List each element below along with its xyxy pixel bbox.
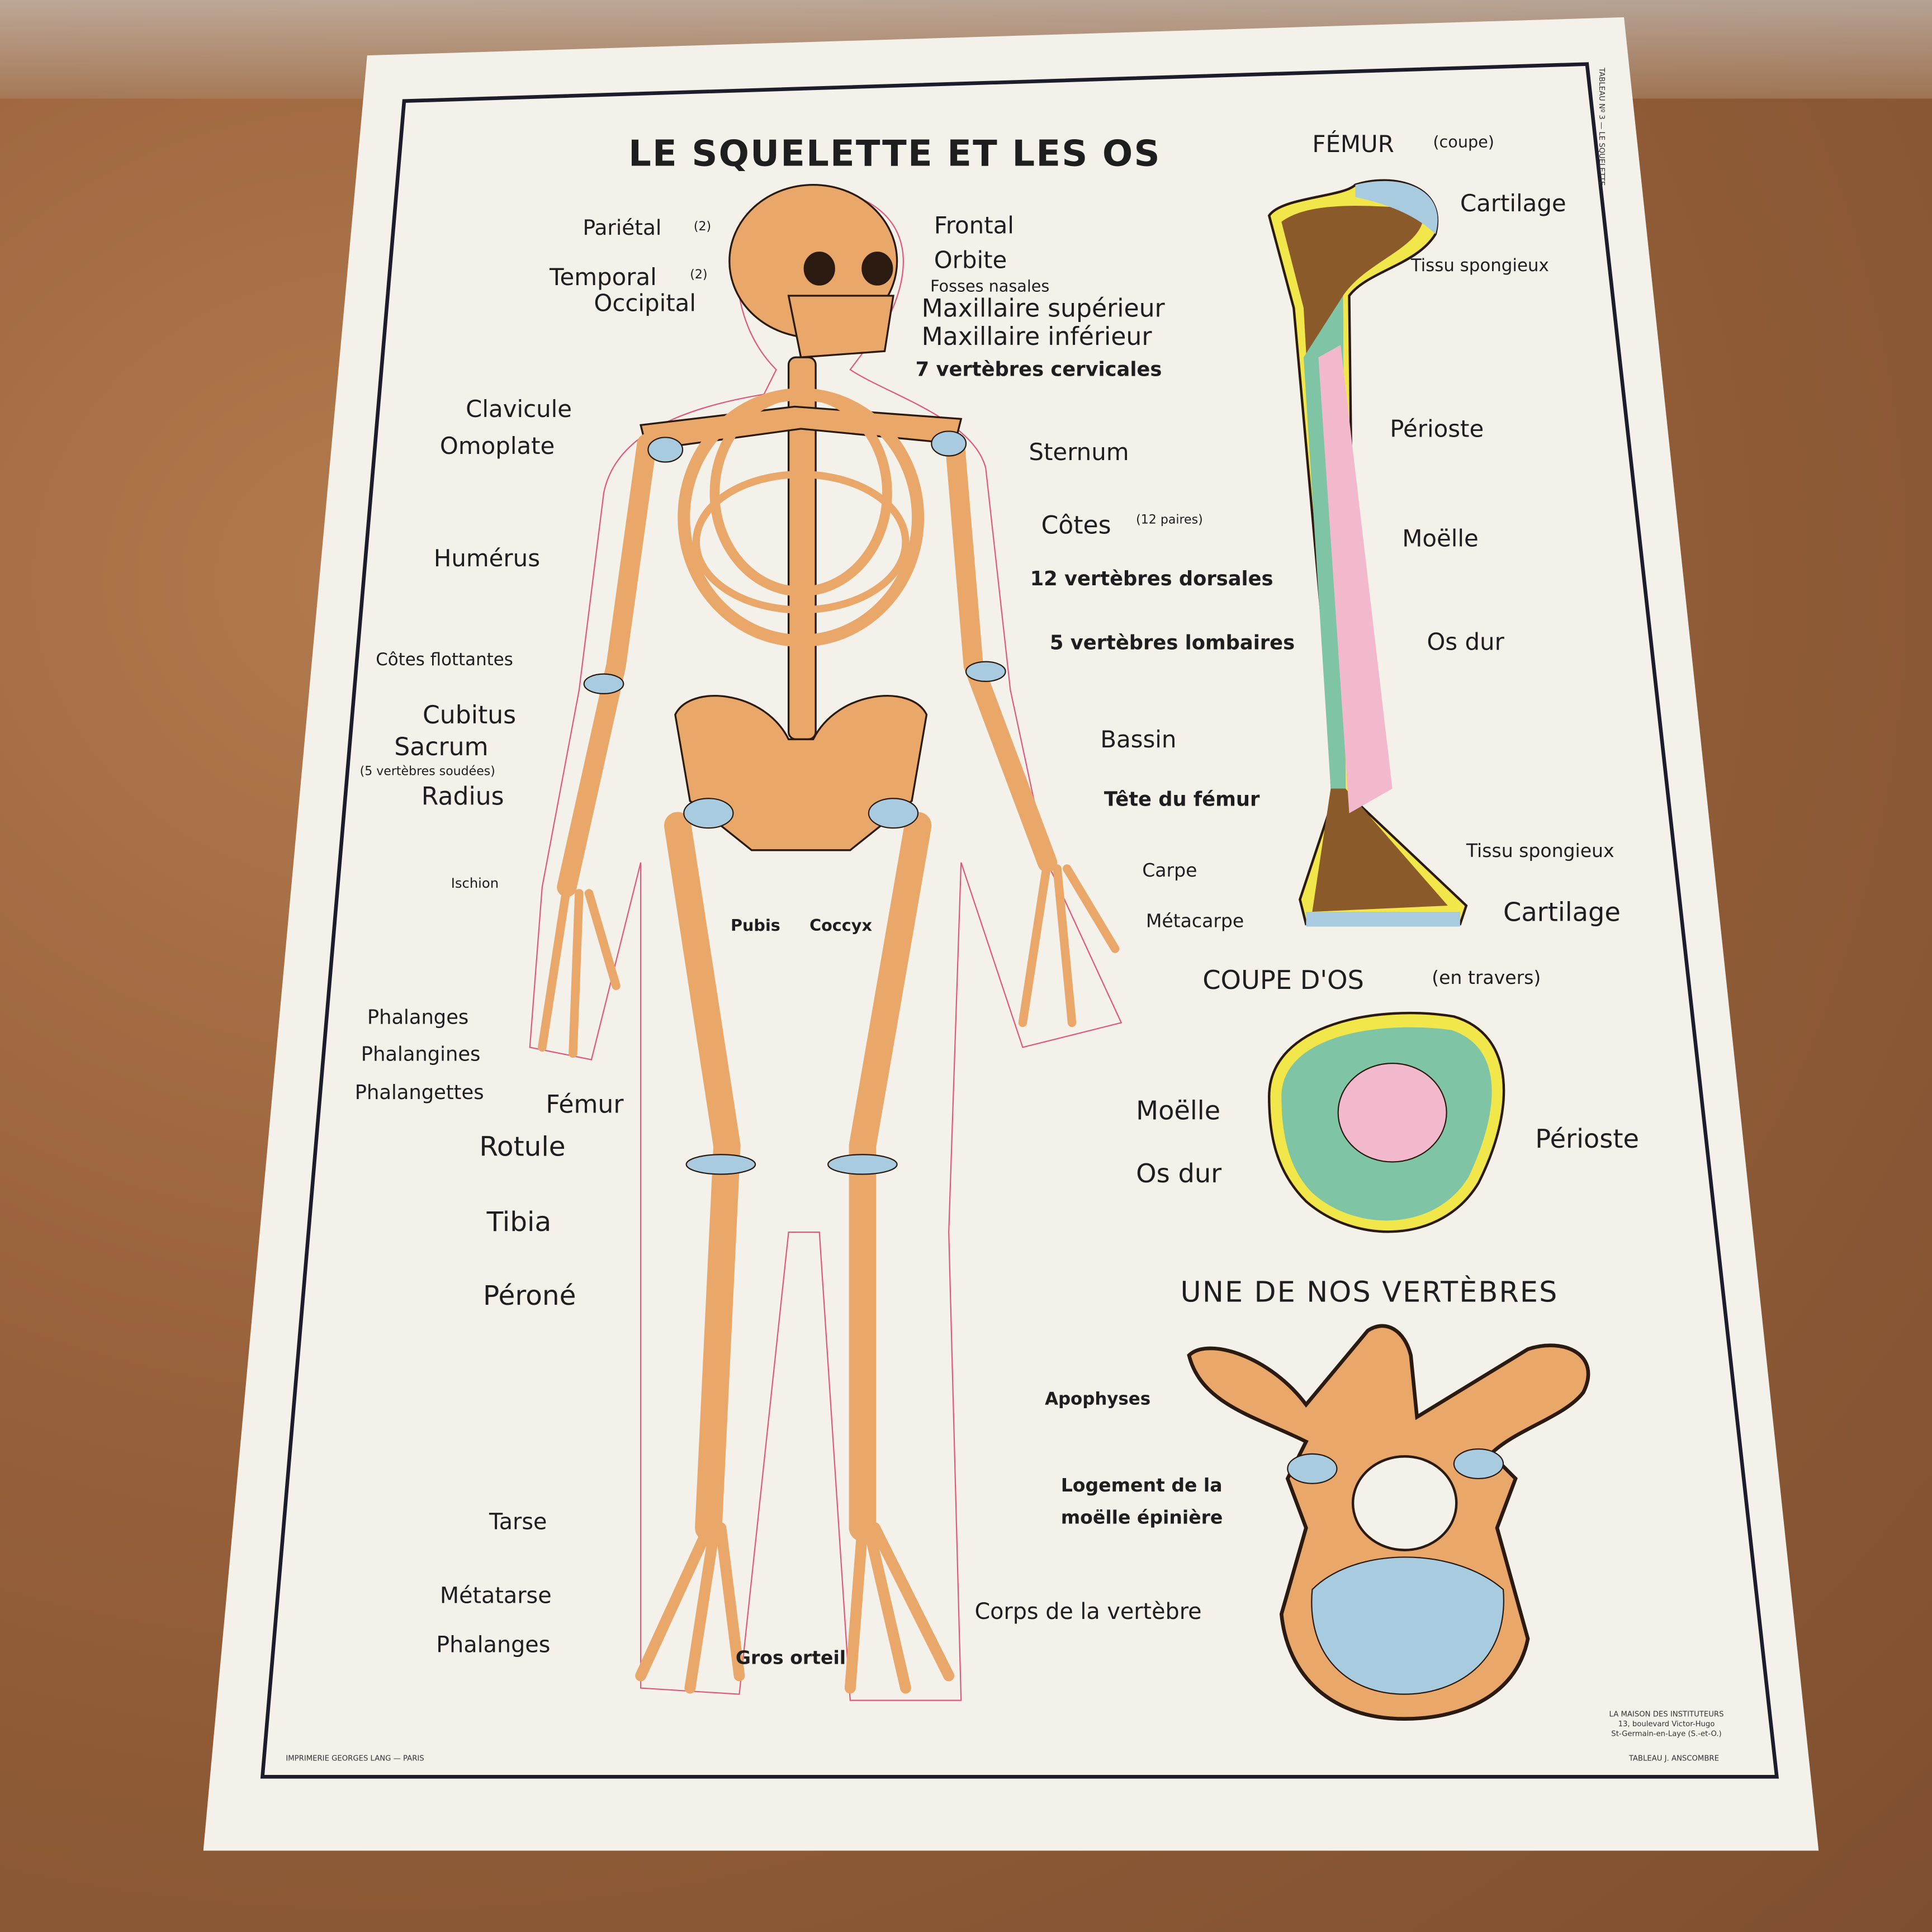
- label-phalanges-hand: Phalanges: [367, 1005, 469, 1029]
- author-credit: TABLEAU J. ANSCOMBRE: [1628, 1754, 1719, 1764]
- cartilage-joints: [583, 430, 1006, 1175]
- cross-section-title: COUPE D'OS: [1202, 965, 1364, 995]
- label-corps-vertebre: Corps de la vertèbre: [974, 1599, 1202, 1626]
- label-cubitus: Cubitus: [423, 699, 517, 730]
- label-parietal-count: (2): [693, 220, 712, 234]
- side-caption: TABLEAU Nº 3 — LE SQUELETTE: [1597, 68, 1606, 186]
- label-gros-orteil: Gros orteil: [735, 1646, 846, 1669]
- label-frontal: Frontal: [934, 212, 1014, 240]
- label-cotes-count: (12 paires): [1136, 514, 1203, 528]
- label-cotes-flottantes: Côtes flottantes: [376, 650, 513, 671]
- label-tete-du-femur: Tête du fémur: [1104, 787, 1260, 811]
- printer-credit: IMPRIMERIE GEORGES LANG — PARIS: [286, 1754, 424, 1764]
- publisher-line-1: LA MAISON DES INSTITUTEURS: [1609, 1710, 1724, 1719]
- label-metacarpe: Métacarpe: [1145, 910, 1244, 932]
- label-humerus: Humérus: [433, 545, 541, 572]
- label-phalangines: Phalangines: [361, 1042, 481, 1066]
- label-rotule: Rotule: [479, 1132, 566, 1163]
- label-logement-line2: moëlle épinière: [1060, 1506, 1223, 1529]
- label-fosses-nasales: Fosses nasales: [930, 278, 1050, 297]
- label-femur-cartilage-top: Cartilage: [1460, 190, 1566, 218]
- label-femur-cartilage-bottom: Cartilage: [1503, 897, 1621, 927]
- label-pubis: Pubis: [731, 917, 780, 936]
- label-vertebres-soudees: (5 vertèbres soudées): [359, 765, 495, 779]
- label-maxillaire-inferieur: Maxillaire inférieur: [921, 321, 1152, 352]
- label-cotes: Côtes: [1041, 510, 1111, 540]
- poster-title: LE SQUELETTE ET LES OS: [628, 132, 1161, 174]
- label-femur-tissu-spongieux-top: Tissu spongieux: [1410, 256, 1549, 276]
- label-carpe: Carpe: [1142, 859, 1197, 882]
- label-bassin: Bassin: [1100, 726, 1177, 754]
- label-perone: Péroné: [483, 1281, 576, 1313]
- label-ischion: Ischion: [451, 875, 499, 892]
- label-femur: Fémur: [546, 1089, 624, 1119]
- label-vertebres-lombaires: 5 vertèbres lombaires: [1049, 631, 1295, 655]
- label-parietal: Pariétal: [583, 216, 662, 241]
- cross-section-subtitle: (en travers): [1432, 967, 1541, 989]
- publisher-line-3: St-Germain-en-Laye (S.-et-O.): [1611, 1729, 1722, 1739]
- label-phalangettes: Phalangettes: [354, 1080, 484, 1104]
- body-outline: [529, 190, 1123, 1701]
- label-coccyx: Coccyx: [809, 917, 872, 936]
- femur-title: FÉMUR: [1312, 131, 1394, 159]
- label-tibia: Tibia: [486, 1208, 552, 1239]
- label-sacrum: Sacrum: [394, 732, 489, 762]
- pelvis: [674, 695, 928, 851]
- label-cross-moelle: Moëlle: [1136, 1096, 1221, 1126]
- label-temporal-count: (2): [690, 268, 708, 282]
- publisher-credit: LA MAISON DES INSTITUTEURS 13, boulevard…: [1609, 1710, 1724, 1739]
- label-logement-line1: Logement de la: [1060, 1474, 1223, 1497]
- label-cross-os-dur: Os dur: [1136, 1158, 1222, 1188]
- label-cross-perioste: Périoste: [1535, 1124, 1640, 1154]
- label-vertebres-dorsales: 12 vertèbres dorsales: [1030, 566, 1273, 590]
- label-sternum: Sternum: [1029, 439, 1129, 467]
- label-femur-os-dur: Os dur: [1427, 629, 1504, 656]
- label-temporal: Temporal: [550, 264, 657, 292]
- label-femur-moelle: Moëlle: [1402, 525, 1479, 553]
- publisher-line-2: 13, boulevard Victor-Hugo: [1618, 1720, 1715, 1729]
- label-tarse: Tarse: [489, 1509, 547, 1536]
- label-occipital: Occipital: [594, 290, 696, 318]
- label-omoplate: Omoplate: [439, 433, 555, 461]
- label-orbite: Orbite: [934, 247, 1007, 274]
- label-phalanges-foot: Phalanges: [436, 1632, 551, 1659]
- label-vertebres-cervicales: 7 vertèbres cervicales: [915, 357, 1162, 381]
- vertebra-title: UNE DE NOS VERTÈBRES: [1180, 1277, 1559, 1309]
- femur-subtitle: (coupe): [1433, 134, 1494, 153]
- label-maxillaire-superieur: Maxillaire supérieur: [921, 293, 1165, 323]
- label-metatarse: Métatarse: [439, 1583, 552, 1609]
- label-femur-tissu-spongieux-bottom: Tissu spongieux: [1466, 840, 1614, 862]
- label-clavicule: Clavicule: [466, 396, 572, 424]
- label-radius: Radius: [421, 781, 504, 811]
- label-femur-perioste: Périoste: [1390, 415, 1484, 443]
- label-apophyses: Apophyses: [1045, 1390, 1151, 1410]
